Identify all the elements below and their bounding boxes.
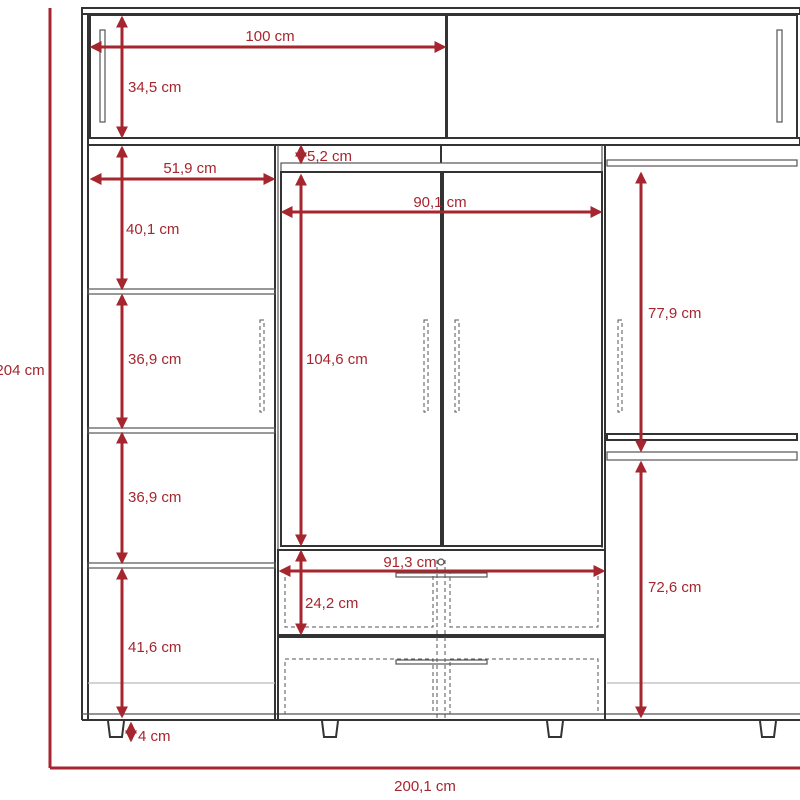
center-left-door [280, 171, 442, 547]
center-width-label: 90,1 cm [413, 194, 466, 211]
left-shelf-2-label: 36,9 cm [128, 351, 181, 368]
handle [776, 29, 783, 123]
top-door-width-label: 100 cm [245, 28, 294, 45]
left-column-width-label: 51,9 cm [163, 160, 216, 177]
left-shelf-1-label: 40,1 cm [126, 221, 179, 238]
total-height-label: 204 cm [0, 362, 45, 379]
lock-icon [437, 558, 445, 566]
drawer-handle [395, 659, 488, 665]
center-height-label: 104,6 cm [306, 351, 368, 368]
center-top-gap-label: 5,2 cm [307, 148, 352, 165]
drawer-height-label: 24,2 cm [305, 595, 358, 612]
right-lower-height-label: 72,6 cm [648, 579, 701, 596]
leg [321, 720, 339, 738]
left-shelf-4-label: 41,6 cm [128, 639, 181, 656]
dimension-lines [48, 8, 800, 770]
leg [759, 720, 777, 738]
total-width-label: 200,1 cm [394, 778, 456, 795]
drawer-handle [395, 572, 488, 578]
handle [99, 29, 106, 123]
left-shelf-3-label: 36,9 cm [128, 489, 181, 506]
dimension-labels: 204 cm 200,1 cm 100 cm 34,5 cm 51,9 cm 4… [0, 28, 701, 795]
drawer-2 [277, 636, 606, 721]
drawer-1 [277, 549, 606, 636]
cabinet-outline [81, 7, 800, 738]
top-right-door [446, 14, 798, 139]
leg [546, 720, 564, 738]
right-upper-height-label: 77,9 cm [648, 305, 701, 322]
center-right-door [442, 171, 603, 547]
leg [107, 720, 125, 738]
drawer-width-label: 91,3 cm [383, 554, 436, 571]
leg-height-label: 4 cm [138, 728, 171, 745]
top-section-height-label: 34,5 cm [128, 79, 181, 96]
